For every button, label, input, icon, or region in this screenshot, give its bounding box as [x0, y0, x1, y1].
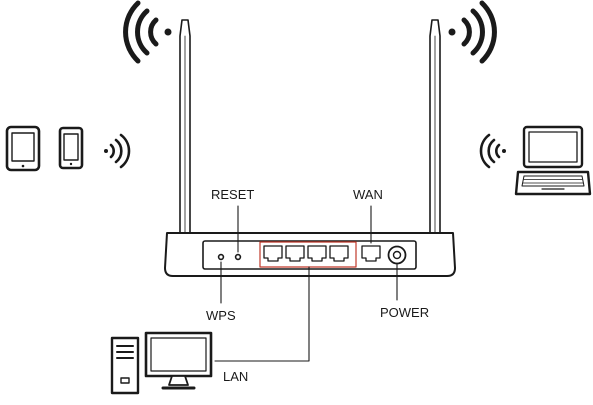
lan-ports	[263, 245, 349, 262]
wifi-signal-icon	[448, 0, 497, 64]
tablet-icon	[5, 125, 41, 172]
wps-button	[217, 253, 225, 261]
smartphone-icon	[58, 126, 84, 170]
wan-port	[361, 245, 381, 262]
wifi-signal-icon	[104, 133, 131, 169]
lan-label: LAN	[223, 369, 249, 384]
monitor-icon	[144, 331, 213, 390]
left-antenna-icon	[179, 19, 191, 237]
wifi-signal-icon	[479, 133, 506, 169]
right-antenna-icon	[429, 19, 441, 237]
router-icon	[164, 232, 456, 277]
reset-label: RESET	[211, 187, 255, 202]
power-label: POWER	[380, 305, 430, 320]
wifi-signal-icon	[123, 0, 172, 64]
desktop-tower-icon	[110, 336, 140, 395]
lan-port-group	[259, 241, 357, 268]
wan-label: WAN	[353, 187, 383, 202]
wps-label: WPS	[206, 308, 236, 323]
reset-pinhole	[234, 253, 242, 261]
laptop-icon	[514, 125, 592, 196]
